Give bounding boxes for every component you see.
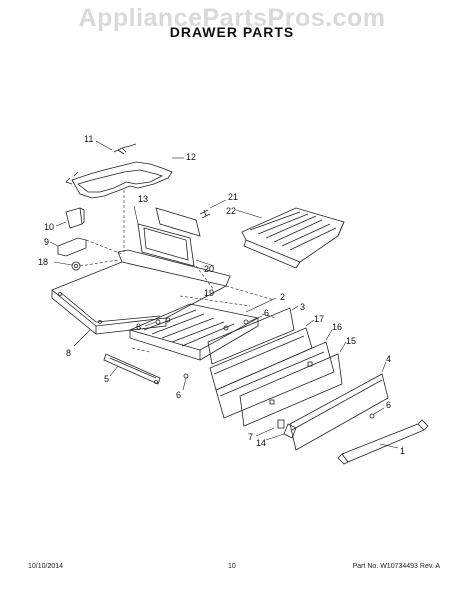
callout-17: 17 xyxy=(314,314,324,324)
part-5-slide-rail xyxy=(103,353,161,385)
part-6-screw-d xyxy=(369,407,385,419)
callout-20: 20 xyxy=(204,264,214,274)
part-15-drawer-front xyxy=(239,341,347,427)
part-6-screw-b xyxy=(243,315,263,325)
callout-13: 13 xyxy=(138,194,148,204)
callout-10: 10 xyxy=(44,222,54,232)
callout-3: 3 xyxy=(300,302,305,312)
callout-8: 8 xyxy=(66,348,71,358)
part-3-inner-panel xyxy=(207,305,299,365)
footer-part-number: Part No. W10734493 Rev. A xyxy=(352,563,440,570)
part-4-outer-panel xyxy=(289,361,389,451)
part-10-bracket xyxy=(55,207,85,229)
part-16-drawer-front-inner xyxy=(215,329,335,419)
callout-6-tray-left: 6 xyxy=(136,322,141,332)
page-title: DRAWER PARTS xyxy=(169,24,295,40)
part-9-plate xyxy=(49,237,87,257)
part-6-screw-a xyxy=(144,319,161,327)
watermark: AppliancePartsPros.com xyxy=(78,4,386,32)
callout-1: 1 xyxy=(400,446,405,456)
callout-4: 4 xyxy=(386,354,391,364)
part-20-vent-cover xyxy=(133,205,215,267)
callout-2: 2 xyxy=(280,292,285,302)
callout-6-tray-right: 6 xyxy=(264,308,269,318)
callout-6-handle: 6 xyxy=(386,400,391,410)
part-14-clip xyxy=(255,419,297,441)
part-22-rack xyxy=(235,207,345,269)
part-8-drawer-housing xyxy=(51,249,231,347)
callout-15: 15 xyxy=(346,336,356,346)
callout-14: 14 xyxy=(256,438,266,448)
callout-12: 12 xyxy=(186,152,196,162)
callout-6-rail: 6 xyxy=(176,390,181,400)
part-21-screws xyxy=(199,199,227,219)
part-2-drawer-tray xyxy=(128,297,277,361)
part-17-liner xyxy=(209,319,315,391)
callout-11: 11 xyxy=(84,134,93,144)
callout-9: 9 xyxy=(44,237,49,247)
footer-page-number: 10 xyxy=(228,563,236,570)
callout-22: 22 xyxy=(226,206,236,216)
callout-16: 16 xyxy=(332,322,342,332)
callout-5: 5 xyxy=(104,374,109,384)
callout-18: 18 xyxy=(38,257,48,267)
callout-19: 19 xyxy=(204,288,214,298)
part-11-terminal xyxy=(95,140,137,155)
part-1-handle xyxy=(337,419,429,465)
callout-7: 7 xyxy=(248,432,253,442)
footer-date: 10/10/2014 xyxy=(28,563,64,570)
callout-labels: 11 12 13 21 22 10 9 18 20 19 2 6 6 3 17 … xyxy=(38,134,405,456)
part-6-screw-c xyxy=(182,373,189,391)
assembly-guides xyxy=(79,190,277,353)
part-18-fastener xyxy=(53,261,81,271)
callout-21: 21 xyxy=(228,192,238,202)
part-12-bake-element xyxy=(65,157,184,199)
